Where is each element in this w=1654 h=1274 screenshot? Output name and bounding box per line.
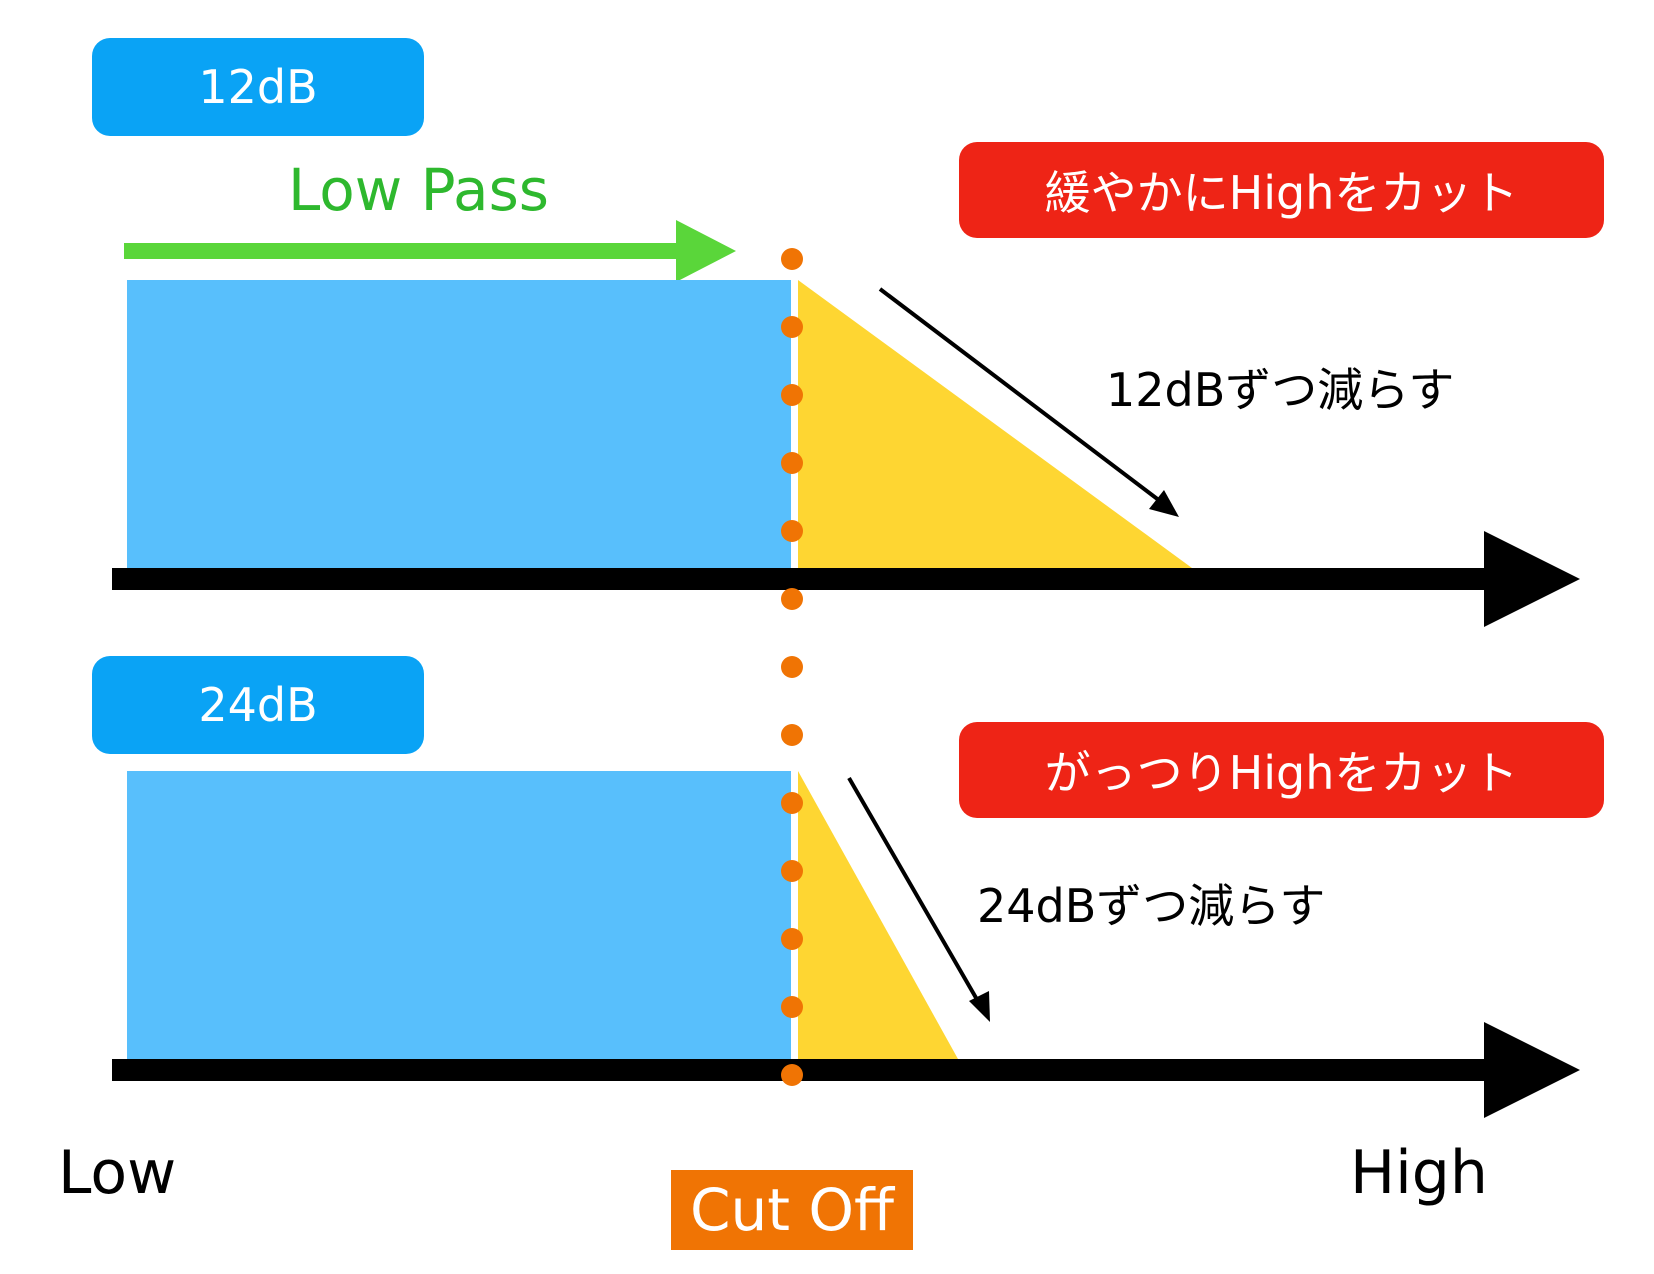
cutoff-dot — [781, 656, 803, 678]
description-badge-12db: 緩やかにHighをカット — [959, 142, 1604, 238]
description-badge-24db: がっつりHighをカット — [959, 722, 1604, 818]
slope-badge-12db: 12dB — [92, 38, 424, 136]
passband-12db — [127, 280, 791, 568]
slope-badge-12db-label: 12dB — [198, 60, 318, 114]
cutoff-dot — [781, 928, 803, 950]
axis-low-label: Low — [58, 1138, 177, 1208]
cutoff-dot — [781, 452, 803, 474]
rate-text-24db: 24dBずつ減らす — [977, 879, 1326, 933]
cutoff-dot — [781, 384, 803, 406]
description-12db-text: 緩やかにHighをカット — [1044, 166, 1519, 220]
cutoff-dot — [781, 316, 803, 338]
rolloff-triangle-12db — [798, 280, 1192, 568]
cutoff-dot — [781, 724, 803, 746]
slope-badge-24db: 24dB — [92, 656, 424, 754]
frequency-axis-12db — [112, 531, 1580, 627]
low-pass-arrow — [124, 220, 736, 282]
rolloff-triangle-24db — [798, 771, 958, 1059]
rolloff-arrow-24db — [847, 776, 990, 1022]
cutoff-dot — [781, 588, 803, 610]
cutoff-label: Cut Off — [689, 1176, 895, 1244]
cutoff-dot — [781, 1064, 803, 1086]
cutoff-dotted-line — [781, 248, 803, 1086]
cutoff-label-box: Cut Off — [671, 1170, 913, 1250]
slope-badge-24db-label: 24dB — [198, 678, 318, 732]
cutoff-dot — [781, 792, 803, 814]
axis-high-label: High — [1350, 1138, 1488, 1208]
cutoff-dot — [781, 996, 803, 1018]
rate-text-12db: 12dBずつ減らす — [1106, 363, 1455, 417]
rolloff-arrow-12db — [878, 287, 1179, 517]
cutoff-dot — [781, 520, 803, 542]
frequency-axis-24db — [112, 1022, 1580, 1118]
cutoff-dot — [781, 860, 803, 882]
passband-24db — [127, 771, 791, 1059]
description-24db-text: がっつりHighをカット — [1044, 746, 1519, 800]
low-pass-label: Low Pass — [288, 156, 549, 224]
cutoff-dot — [781, 248, 803, 270]
